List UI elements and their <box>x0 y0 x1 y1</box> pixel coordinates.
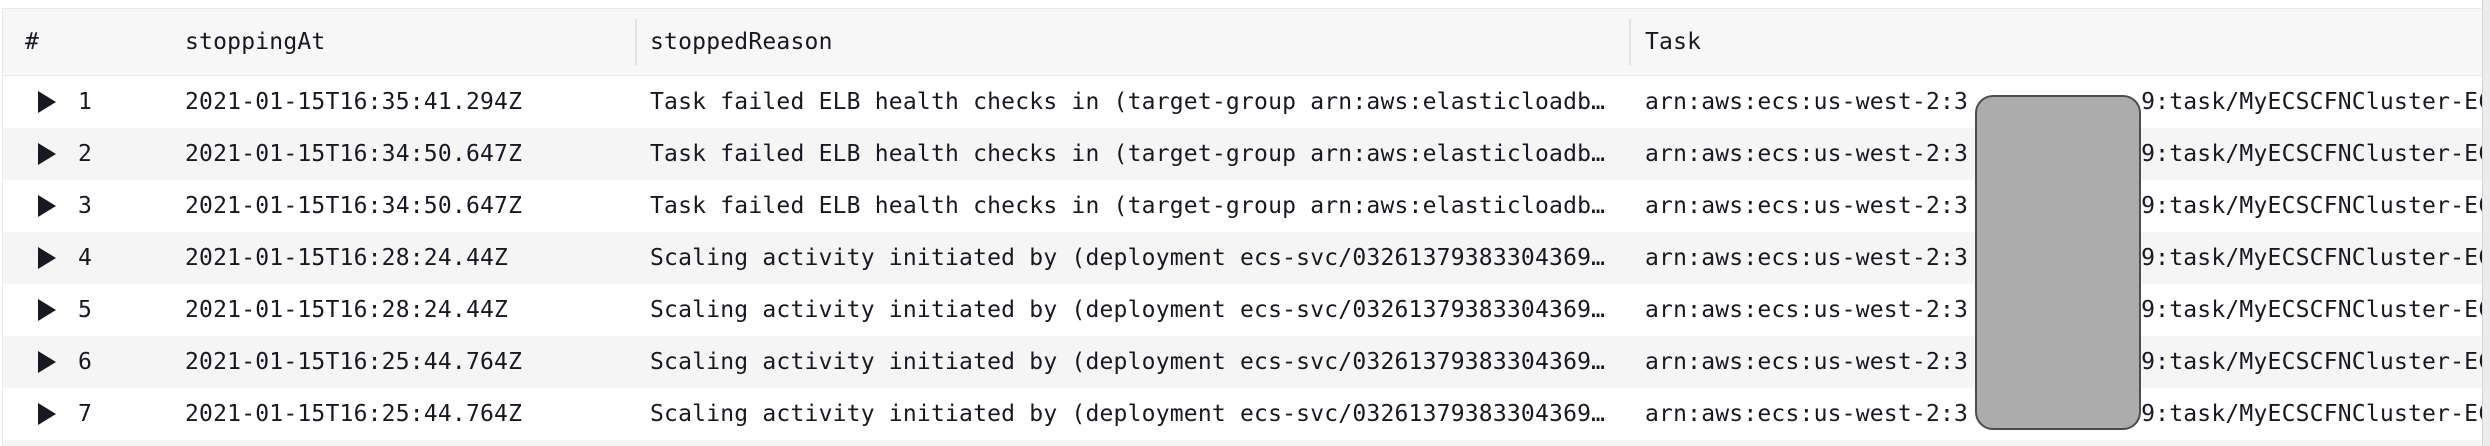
stopped-reason-value: Scaling activity initiated by (deploymen… <box>650 245 1606 271</box>
task-arn-suffix: 9:task/MyECSCFNCluster-EC <box>2141 349 2482 375</box>
task-arn-suffix: 9:task/MyECSCFNCluster-EC <box>2141 193 2482 219</box>
row-number: 5 <box>78 297 93 323</box>
stopped-reason-value: Task failed ELB health checks in (target… <box>650 89 1606 115</box>
stopped-reason-value: Scaling activity initiated by (deploymen… <box>650 401 1606 427</box>
stopped-reason-value: Task failed ELB health checks in (target… <box>650 193 1606 219</box>
stopped-reason-value: Scaling activity initiated by (deploymen… <box>650 297 1606 323</box>
table-row-partial <box>3 440 2482 446</box>
stopping-at-value: 2021-01-15T16:35:41.294Z <box>185 89 523 115</box>
vertical-scrollbar-track[interactable] <box>2482 0 2490 446</box>
stopped-reason-value: Task failed ELB health checks in (target… <box>650 141 1606 167</box>
stopping-at-value: 2021-01-15T16:25:44.764Z <box>185 401 523 427</box>
task-arn-prefix: arn:aws:ecs:us-west-2:3 <box>1645 245 1969 271</box>
column-header-task: Task <box>1645 29 1702 55</box>
table-left-border <box>2 8 3 446</box>
task-arn-prefix: arn:aws:ecs:us-west-2:3 <box>1645 141 1969 167</box>
task-arn-prefix: arn:aws:ecs:us-west-2:3 <box>1645 401 1969 427</box>
task-arn-value: arn:aws:ecs:us-west-2:3 9:task/MyECSCFNCl… <box>1645 76 2482 128</box>
stopping-at-value: 2021-01-15T16:34:50.647Z <box>185 193 523 219</box>
task-arn-suffix: 9:task/MyECSCFNCluster-EC <box>2141 141 2482 167</box>
task-arn-prefix: arn:aws:ecs:us-west-2:3 <box>1645 297 1969 323</box>
row-number: 7 <box>78 401 93 427</box>
column-header-stopped-reason: stoppedReason <box>650 29 833 55</box>
task-arn-suffix: 9:task/MyECSCFNCluster-EC <box>2141 401 2482 427</box>
row-number: 6 <box>78 349 93 375</box>
expand-row-icon[interactable] <box>38 351 56 373</box>
column-divider <box>635 19 637 65</box>
redaction-box <box>1975 95 2141 430</box>
expand-row-icon[interactable] <box>38 195 56 217</box>
stopping-at-value: 2021-01-15T16:28:24.44Z <box>185 245 509 271</box>
stopping-at-value: 2021-01-15T16:25:44.764Z <box>185 349 523 375</box>
task-arn-suffix: 9:task/MyECSCFNCluster-EC <box>2141 245 2482 271</box>
column-header-number: # <box>25 29 40 55</box>
task-arn-prefix: arn:aws:ecs:us-west-2:3 <box>1645 89 1969 115</box>
expand-row-icon[interactable] <box>38 247 56 269</box>
column-header-stopping-at: stoppingAt <box>185 29 326 55</box>
expand-row-icon[interactable] <box>38 299 56 321</box>
row-number: 2 <box>78 141 93 167</box>
task-arn-value: arn:aws:ecs:us-west-2:3 9:task/MyECSCFNCl… <box>1645 180 2482 232</box>
task-arn-prefix: arn:aws:ecs:us-west-2:3 <box>1645 349 1969 375</box>
row-number: 1 <box>78 89 93 115</box>
table-top-border <box>2 8 2482 9</box>
stopping-at-value: 2021-01-15T16:28:24.44Z <box>185 297 509 323</box>
expand-row-icon[interactable] <box>38 91 56 113</box>
stopping-at-value: 2021-01-15T16:34:50.647Z <box>185 141 523 167</box>
row-number: 3 <box>78 193 93 219</box>
task-arn-value: arn:aws:ecs:us-west-2:3 9:task/MyECSCFNCl… <box>1645 232 2482 284</box>
task-arn-suffix: 9:task/MyECSCFNCluster-EC <box>2141 89 2482 115</box>
stopped-reason-value: Scaling activity initiated by (deploymen… <box>650 349 1606 375</box>
expand-row-icon[interactable] <box>38 403 56 425</box>
task-arn-value: arn:aws:ecs:us-west-2:3 9:task/MyECSCFNCl… <box>1645 128 2482 180</box>
column-divider <box>1629 19 1631 65</box>
row-number: 4 <box>78 245 93 271</box>
task-arn-value: arn:aws:ecs:us-west-2:3 9:task/MyECSCFNCl… <box>1645 336 2482 388</box>
task-arn-value: arn:aws:ecs:us-west-2:3 9:task/MyECSCFNCl… <box>1645 388 2482 440</box>
task-arn-value: arn:aws:ecs:us-west-2:3 9:task/MyECSCFNCl… <box>1645 284 2482 336</box>
expand-row-icon[interactable] <box>38 143 56 165</box>
task-arn-suffix: 9:task/MyECSCFNCluster-EC <box>2141 297 2482 323</box>
task-arn-prefix: arn:aws:ecs:us-west-2:3 <box>1645 193 1969 219</box>
table-header-row: # stoppingAt stoppedReason Task <box>3 9 2482 76</box>
